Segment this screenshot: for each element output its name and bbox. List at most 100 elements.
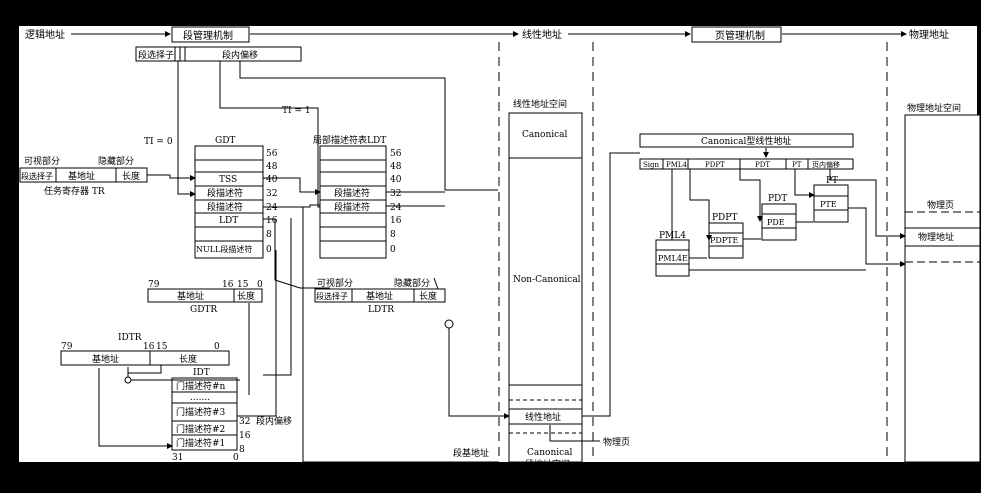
pdpt-title: PDPT: [712, 213, 737, 223]
gdt-offset-0: 0: [266, 245, 272, 255]
idt-row-0: 门描述符#n: [176, 380, 226, 392]
field-0: Sign: [643, 161, 660, 169]
pdpte-entry: PDPTE: [710, 236, 739, 245]
physical-space-title: 物理地址空间: [907, 102, 961, 114]
ldt-offset-40: 40: [390, 175, 402, 185]
linear-address-fields: Sign PML4 PDPT PDT PT 页内偏移: [643, 160, 840, 169]
linear-address-cell: 线性地址: [525, 411, 561, 423]
idtr-bit-0: 0: [214, 342, 220, 352]
gdt-row-3: 段描述符: [207, 187, 243, 199]
ldt-offset-16: 16: [390, 216, 402, 226]
pde-entry: PDE: [767, 218, 785, 227]
idt-title: IDT: [193, 368, 210, 378]
ldt-title: 局部描述符表LDT: [313, 134, 386, 146]
phys-page-label-left: 物理页: [603, 436, 630, 448]
selector-label: 段选择子: [138, 49, 174, 61]
idtr-base: 基地址: [92, 353, 119, 365]
segmentation-box: [171, 26, 250, 43]
idt-offset-label: 段内偏移: [256, 415, 292, 427]
pdt-title: PDT: [768, 194, 787, 204]
segment-space-label: 段地址空间: [525, 458, 570, 470]
ldtr-hidden-label: 隐藏部分: [394, 277, 430, 289]
idt-bit-16: 16: [239, 431, 251, 441]
non-canonical-label: Non-Canonical: [513, 275, 581, 285]
idtr-title: IDTR: [118, 333, 142, 343]
idtr-bit-16: 16: [143, 342, 155, 352]
logical-address-label: 逻辑地址: [25, 28, 65, 41]
gdtr-bit-79: 79: [148, 280, 160, 290]
canonical-address-label: Canonical型线性地址: [701, 135, 791, 147]
idt-row-2: 门描述符#3: [176, 406, 226, 418]
tr-visible-label: 可视部分: [24, 155, 60, 167]
gdtr-base: 基地址: [177, 290, 204, 302]
linear-address-label: 线性地址: [522, 28, 562, 41]
gdt-offset-56: 56: [266, 149, 278, 159]
idtr-bit-15: 15: [156, 342, 168, 352]
ldt-offset-8: 8: [390, 230, 396, 240]
idt-bit-31: 31: [172, 453, 183, 463]
offset-label: 段内偏移: [222, 49, 258, 61]
idt-bit-32: 32: [239, 417, 250, 427]
ldt-offset-48: 48: [390, 162, 402, 172]
idt-row-1: .......: [190, 393, 210, 403]
physical-address-label: 物理地址: [909, 28, 949, 41]
ldt-row-4: 段描述符: [334, 201, 370, 213]
ldt-row-3: 段描述符: [334, 187, 370, 199]
ti-zero-label: TI = 0: [144, 137, 173, 147]
gdtr-name: GDTR: [190, 305, 217, 315]
field-2: PDPT: [705, 161, 725, 169]
ldtr-visible-label: 可视部分: [317, 277, 353, 289]
tr-hidden-label: 隐藏部分: [98, 155, 134, 167]
pt-title: PT: [826, 176, 838, 186]
idtr-length: 长度: [179, 353, 197, 365]
paging-box: [691, 26, 782, 43]
gdt-title: GDT: [215, 136, 235, 146]
idtr-bit-79: 79: [61, 342, 73, 352]
idt-row-4: 门描述符#1: [176, 437, 225, 449]
gdt-row-4: 段描述符: [207, 201, 243, 213]
field-1: PML4: [666, 161, 688, 169]
tr-name: 任务寄存器 TR: [44, 185, 105, 197]
gdt-row-7: NULL段描述符: [196, 244, 252, 254]
gdt-row-2: TSS: [219, 175, 237, 185]
idt-table: 门描述符#n....... 门描述符#3 门描述符#2 门描述符#1: [176, 380, 226, 449]
field-5: 页内偏移: [812, 160, 840, 169]
ldt-offset-24: 24: [390, 203, 402, 213]
ldtr-selector: 段选择子: [316, 291, 348, 301]
gdt-offset-8: 8: [266, 230, 272, 240]
gdtr-bit-16: 16: [222, 280, 234, 290]
tr-selector: 段选择子: [21, 171, 53, 181]
canonical-top-label: Canonical: [522, 130, 568, 140]
gdtr-bit-0: 0: [257, 280, 263, 290]
field-3: PDT: [755, 161, 770, 169]
segment-base-label: 段基地址: [453, 447, 489, 459]
paging-label: 页管理机制: [715, 29, 765, 42]
linear-space-title: 线性地址空间: [513, 98, 567, 110]
ldt-offset-56: 56: [390, 149, 402, 159]
pml4e-entry: PML4E: [658, 254, 688, 263]
ti-one-label: TI = 1: [282, 106, 311, 116]
ldt-offset-32: 32: [390, 189, 401, 199]
idt-bit-0: 0: [233, 453, 239, 463]
idt-bit-8: 8: [239, 445, 245, 455]
idt-row-3: 门描述符#2: [176, 423, 225, 435]
gdt-row-5: LDT: [219, 216, 238, 226]
pte-entry: PTE: [820, 200, 837, 209]
gdt-offset-16: 16: [266, 216, 278, 226]
segmentation-label: 段管理机制: [183, 29, 233, 42]
tr-base: 基地址: [68, 170, 95, 182]
ldtr-length: 长度: [419, 290, 437, 302]
gdt-offset-40: 40: [266, 175, 278, 185]
physical-page-label: 物理页: [927, 199, 954, 211]
field-4: PT: [792, 161, 802, 169]
tr-length: 长度: [122, 170, 140, 182]
gdt-offset-32: 32: [266, 189, 277, 199]
pml4-title: PML4: [659, 231, 686, 241]
ldtr-name: LDTR: [368, 305, 394, 315]
ldt-offset-0: 0: [390, 245, 396, 255]
ldtr-base: 基地址: [366, 290, 393, 302]
